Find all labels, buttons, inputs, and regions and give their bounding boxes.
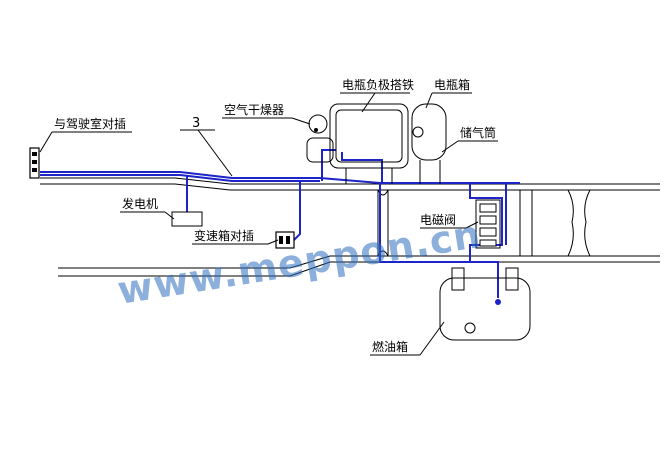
fuel-tank	[439, 267, 531, 341]
air-dryer-label: 空气干燥器	[224, 102, 284, 117]
gearbox-connector-label: 变速箱对插	[194, 228, 254, 243]
cab-connector-label: 与驾驶室对插	[54, 116, 126, 131]
main-harness	[40, 149, 520, 298]
solenoid-valve-label: 电磁阀	[420, 212, 456, 227]
leader-lines	[39, 92, 498, 356]
air-tank-label: 储气筒	[460, 125, 496, 140]
harness-number-label: 3	[192, 116, 200, 131]
air-dryer	[306, 114, 334, 163]
gearbox-connector-icon	[275, 231, 295, 249]
battery-box	[329, 103, 409, 184]
generator-box	[171, 211, 203, 227]
battery-neg-strap-label: 电瓶负极搭铁	[342, 78, 414, 92]
battery-box-label: 电瓶箱	[434, 77, 470, 92]
cab-connector-icon	[29, 147, 40, 179]
solenoid-valve-bank	[475, 199, 501, 249]
air-tank	[411, 103, 447, 184]
fuel-tank-label: 燃油箱	[372, 339, 408, 354]
generator-label: 发电机	[122, 196, 158, 211]
